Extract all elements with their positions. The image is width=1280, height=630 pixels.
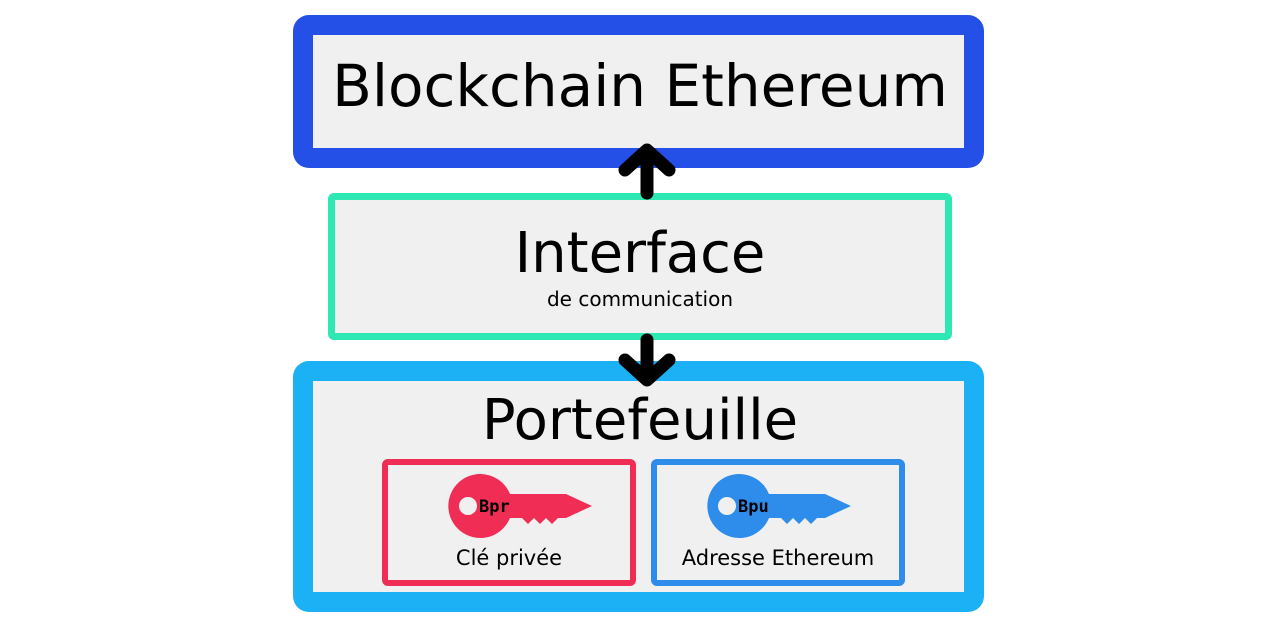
public-key-label: Adresse Ethereum bbox=[681, 546, 875, 570]
interface-box bbox=[328, 193, 952, 340]
blockchain-label: Blockchain Ethereum bbox=[332, 52, 948, 120]
wallet-label: Portefeuille bbox=[481, 388, 799, 453]
public-key-tag: Bpu bbox=[738, 497, 769, 517]
private-key-label: Clé privée bbox=[455, 546, 563, 570]
interface-label: Interface bbox=[514, 221, 766, 286]
arrow-up-icon bbox=[618, 143, 676, 200]
public-key-box bbox=[651, 459, 905, 586]
public-key-icon: Bpu bbox=[707, 473, 851, 538]
arrow-down-icon bbox=[618, 333, 676, 387]
private-key-tag: Bpr bbox=[479, 497, 510, 517]
blockchain-box bbox=[293, 15, 984, 168]
interface-sublabel: de communication bbox=[546, 287, 734, 311]
private-key-box bbox=[382, 459, 636, 586]
private-key-icon: Bpr bbox=[448, 473, 592, 538]
